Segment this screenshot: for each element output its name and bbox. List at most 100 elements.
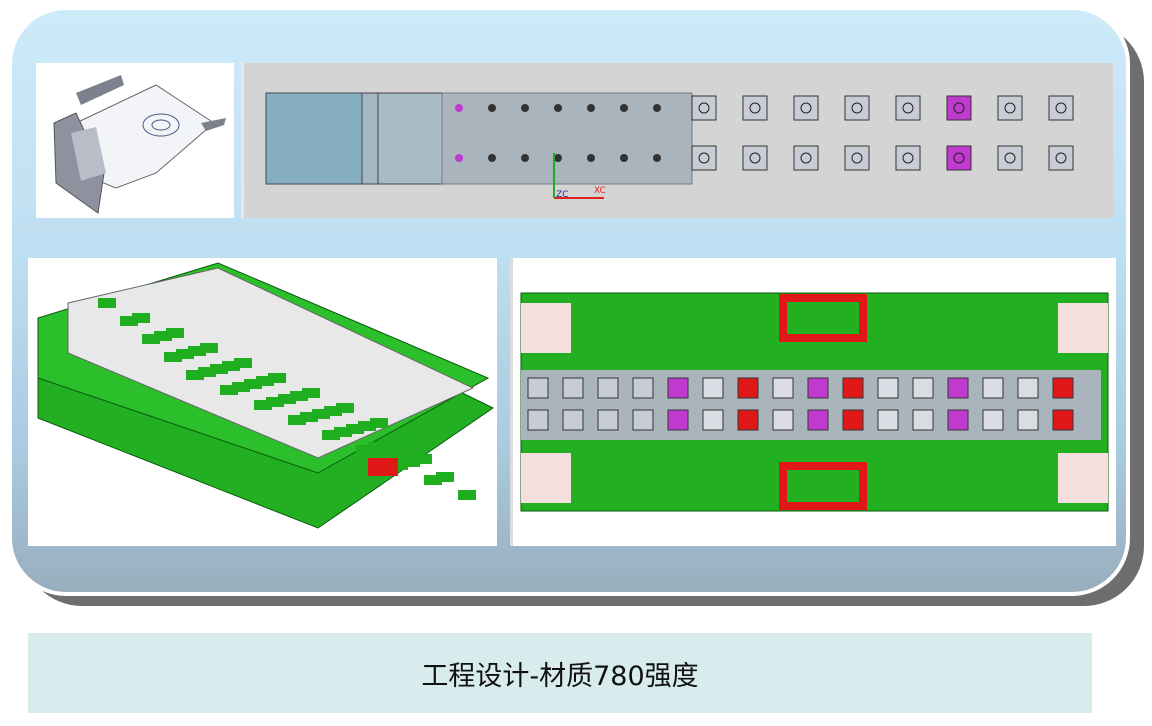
plan-station xyxy=(807,377,829,399)
pilot-hole xyxy=(953,152,965,164)
die-pocket xyxy=(220,385,238,395)
plan-station xyxy=(947,377,969,399)
pilot-hole xyxy=(554,104,562,112)
strip-station xyxy=(1048,95,1074,121)
die-pocket xyxy=(358,421,376,431)
pilot-hole xyxy=(1055,102,1067,114)
strip-station xyxy=(793,95,819,121)
die-pocket xyxy=(232,382,250,392)
plan-station xyxy=(702,409,724,431)
zc-axis-label: ZC xyxy=(556,190,568,200)
pilot-hole xyxy=(851,152,863,164)
die-pocket xyxy=(256,376,274,386)
die-pocket xyxy=(234,358,252,368)
die-pocket xyxy=(142,334,160,344)
die-pocket xyxy=(268,373,286,383)
caption-bar: 工程设计-材质780强度 xyxy=(28,633,1092,713)
strip-station xyxy=(895,145,921,171)
die-pocket xyxy=(188,346,206,356)
pilot-hole xyxy=(1004,102,1016,114)
die-pocket xyxy=(436,472,454,482)
plan-station xyxy=(772,409,794,431)
strip-station xyxy=(946,95,972,121)
die-pocket xyxy=(370,418,388,428)
die-pocket xyxy=(210,364,228,374)
pilot-hole xyxy=(620,154,628,162)
die-pocket xyxy=(302,388,320,398)
pilot-hole xyxy=(1055,152,1067,164)
plan-station xyxy=(1052,409,1074,431)
plan-station xyxy=(562,377,584,399)
die-pocket xyxy=(244,379,262,389)
pilot-hole xyxy=(902,152,914,164)
plan-station xyxy=(982,409,1004,431)
pilot-hole xyxy=(488,154,496,162)
plan-station xyxy=(877,377,899,399)
die-pocket xyxy=(290,391,308,401)
die-pocket xyxy=(392,436,410,446)
plan-station xyxy=(1052,377,1074,399)
plan-station xyxy=(667,409,689,431)
pilot-hole xyxy=(554,154,562,162)
plan-station xyxy=(982,377,1004,399)
die-pocket xyxy=(222,361,240,371)
die-pocket xyxy=(424,475,442,485)
pilot-hole xyxy=(800,102,812,114)
pilot-hole xyxy=(488,104,496,112)
strip-station xyxy=(997,95,1023,121)
die-pocket xyxy=(402,457,420,467)
die-pocket xyxy=(336,403,354,413)
die-pocket xyxy=(200,343,218,353)
plan-station xyxy=(912,409,934,431)
die-pocket xyxy=(458,490,476,500)
plan-station xyxy=(772,377,794,399)
pilot-hole xyxy=(455,154,463,162)
plan-station xyxy=(807,409,829,431)
plan-station xyxy=(632,377,654,399)
die-pocket xyxy=(300,412,318,422)
die-pocket xyxy=(288,415,306,425)
plan-station xyxy=(912,377,934,399)
die-pocket xyxy=(334,427,352,437)
strip-station xyxy=(997,145,1023,171)
plan-station xyxy=(947,409,969,431)
die-pocket xyxy=(368,442,386,452)
plan-station xyxy=(877,409,899,431)
strip-station xyxy=(895,95,921,121)
pilot-hole xyxy=(587,104,595,112)
pilot-hole xyxy=(521,104,529,112)
pilot-hole xyxy=(521,154,529,162)
pilot-hole xyxy=(653,154,661,162)
plan-station xyxy=(632,409,654,431)
plan-station xyxy=(597,377,619,399)
plan-station xyxy=(562,409,584,431)
strip-station xyxy=(844,145,870,171)
plan-station xyxy=(667,377,689,399)
die-pocket xyxy=(120,316,138,326)
plan-station xyxy=(702,377,724,399)
die-pocket xyxy=(266,397,284,407)
plan-station xyxy=(1017,409,1039,431)
die-pocket xyxy=(166,328,184,338)
strip-station xyxy=(691,145,717,171)
plan-station xyxy=(527,409,549,431)
strip-station xyxy=(946,145,972,171)
plan-station xyxy=(1017,377,1039,399)
xc-axis-label: XC xyxy=(594,186,606,196)
die-pocket xyxy=(132,313,150,323)
die-pocket xyxy=(322,430,340,440)
caption-text: 工程设计-材质780强度 xyxy=(421,660,699,692)
die-pocket xyxy=(176,349,194,359)
pilot-hole xyxy=(455,104,463,112)
pilot-hole xyxy=(902,102,914,114)
pilot-hole xyxy=(620,104,628,112)
die-pocket xyxy=(346,424,364,434)
die-pocket xyxy=(390,460,408,470)
die-pocket xyxy=(164,352,182,362)
die-pocket xyxy=(380,439,398,449)
plan-station xyxy=(527,377,549,399)
pilot-hole xyxy=(698,102,710,114)
pilot-hole xyxy=(1004,152,1016,164)
die-pocket xyxy=(254,400,272,410)
die-pocket xyxy=(186,370,204,380)
